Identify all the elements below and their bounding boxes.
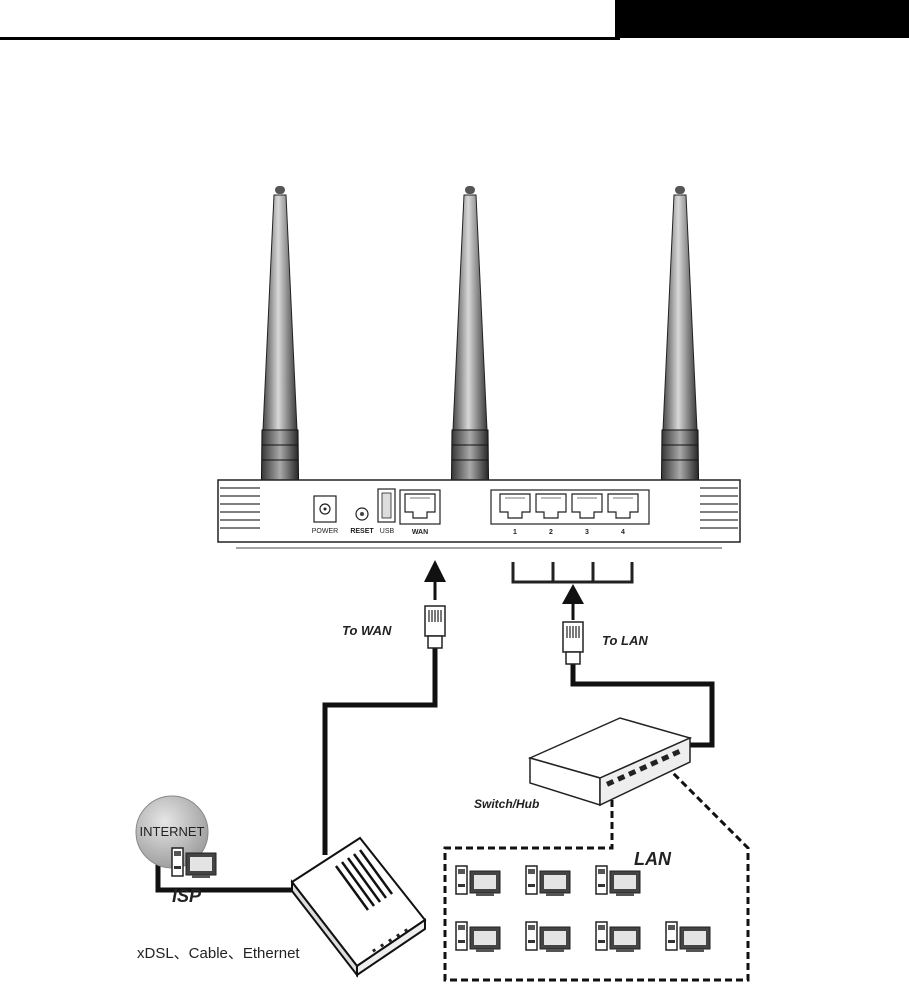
- wan-plug: [425, 606, 445, 648]
- switch-hub-label: Switch/Hub: [474, 797, 539, 811]
- lan-label: LAN: [634, 849, 672, 869]
- lan-computer: [596, 866, 640, 896]
- wan-port-label: WAN: [412, 529, 428, 536]
- lan-port-2-label: 2: [549, 529, 553, 536]
- lan-port-4-label: 4: [621, 529, 625, 536]
- usb-port-label: USB: [380, 528, 395, 535]
- lan-bracket: [513, 562, 632, 582]
- isp-computer: [172, 848, 216, 878]
- reset-port-label: RESET: [350, 528, 374, 535]
- lan-computer: [456, 866, 500, 896]
- lan-computer: [456, 922, 500, 952]
- lan-computer: [526, 922, 570, 952]
- lan-plug: [563, 622, 583, 664]
- antenna-center: [451, 186, 489, 528]
- modem: [292, 838, 425, 975]
- router-rear-panel: POWER RESET USB WAN 1 2 3 4: [218, 480, 740, 548]
- modem-types-label: xDSL、Cable、Ethernet: [137, 945, 300, 962]
- lan-port-1-label: 1: [513, 529, 517, 536]
- internet-label: INTERNET: [140, 824, 205, 839]
- to-lan-label: To LAN: [602, 633, 648, 648]
- to-wan-label: To WAN: [342, 623, 392, 638]
- lan-arrow: [562, 584, 584, 620]
- power-port-label: POWER: [312, 528, 338, 535]
- lan-computer: [526, 866, 570, 896]
- isp-label: ISP: [172, 886, 202, 906]
- internet-globe: INTERNET: [136, 796, 216, 878]
- wan-cable: [325, 648, 435, 855]
- switch-hub: [530, 718, 690, 805]
- lan-port-3-label: 3: [585, 529, 589, 536]
- lan-computer: [666, 922, 710, 952]
- antenna-left: [261, 186, 299, 525]
- antenna-right: [661, 186, 699, 525]
- wan-arrow: [424, 560, 446, 600]
- lan-computer: [596, 922, 640, 952]
- lan-computers: [456, 866, 710, 952]
